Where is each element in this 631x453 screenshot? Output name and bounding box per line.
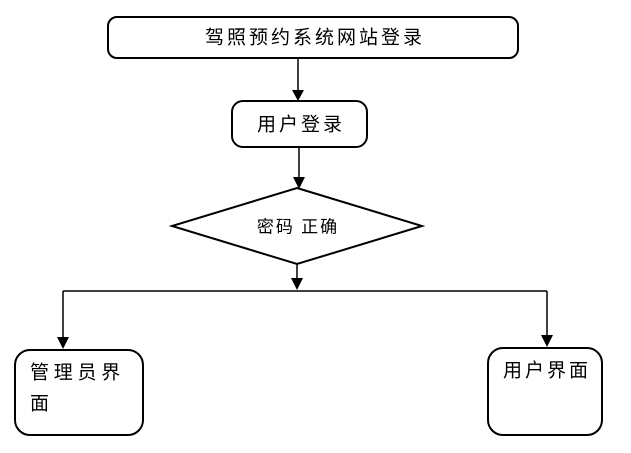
node-admin-interface-label-line1: 管 理 员 界 bbox=[30, 362, 120, 384]
arrowhead-password-check-to-branch bbox=[291, 278, 303, 290]
arrowhead-branch-to-user-interface bbox=[541, 335, 553, 347]
node-admin-interface-label-line2: 面 bbox=[30, 394, 49, 415]
arrowhead-start-to-user-login bbox=[292, 90, 304, 101]
node-start-label: 驾照预约系统网站登录 bbox=[205, 27, 425, 49]
arrowhead-user-login-to-password-check bbox=[293, 177, 305, 189]
node-start-shape bbox=[107, 16, 519, 59]
arrowhead-branch-to-admin-interface bbox=[57, 337, 69, 349]
node-user-login-label: 用户登录 bbox=[257, 114, 345, 136]
node-user-interface-shape bbox=[487, 347, 603, 436]
node-admin-interface-shape bbox=[14, 349, 144, 436]
node-user-interface-label: 用户界面 bbox=[503, 360, 591, 382]
node-password-check-label: 密码 正确 bbox=[257, 218, 339, 237]
